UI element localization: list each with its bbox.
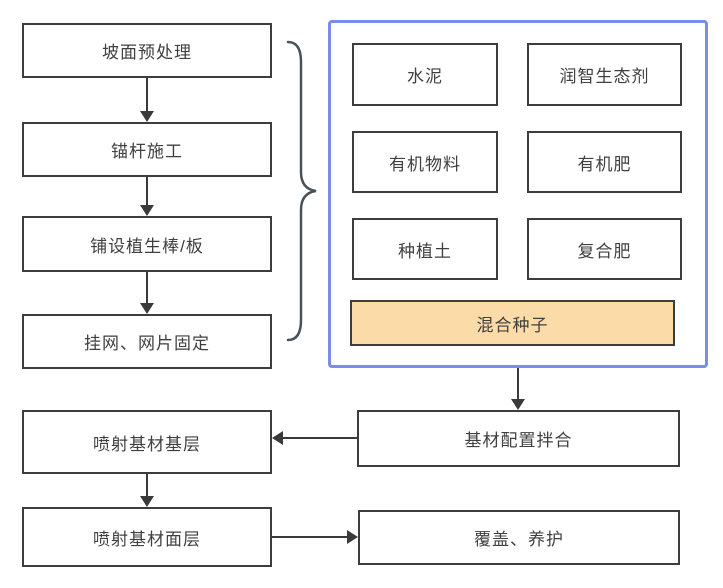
material-box-planting-soil: 种植土 xyxy=(352,218,498,280)
flow-arrow-down-1 xyxy=(140,78,154,122)
flow-arrow-left-mixing-to-base xyxy=(272,431,357,445)
step-box-spray-base-layer: 喷射基材基层 xyxy=(22,410,272,474)
arrow-head-down-icon xyxy=(511,399,525,410)
material-box-organic-material: 有机物料 xyxy=(352,131,498,193)
material-box-runzhi-eco-agent: 润智生态剂 xyxy=(527,43,682,106)
material-box-organic-fertilizer: 有机肥 xyxy=(527,131,682,193)
step-box-slope-pretreatment: 坡面预处理 xyxy=(22,23,272,78)
arrow-shaft xyxy=(282,437,357,439)
arrow-head-right-icon xyxy=(347,530,358,544)
flow-arrow-down-materials-to-mixing xyxy=(511,368,525,410)
flow-arrow-down-base-to-surface xyxy=(140,474,154,507)
arrow-shaft xyxy=(146,177,148,206)
step-box-anchor-construction: 锚杆施工 xyxy=(22,122,272,177)
arrow-head-down-icon xyxy=(140,303,154,314)
step-box-spray-surface-layer: 喷射基材面层 xyxy=(22,507,272,567)
flow-arrow-down-2 xyxy=(140,177,154,216)
material-box-compound-fertilizer: 复合肥 xyxy=(527,218,682,280)
arrow-shaft xyxy=(146,78,148,112)
step-box-substrate-mixing: 基材配置拌合 xyxy=(357,410,680,467)
step-box-cover-maintenance: 覆盖、养护 xyxy=(358,510,680,565)
step-box-mesh-fixing: 挂网、网片固定 xyxy=(22,314,272,369)
arrow-head-left-icon xyxy=(272,431,283,445)
flow-arrow-right-surface-to-cover xyxy=(272,530,358,544)
arrow-head-down-icon xyxy=(140,205,154,216)
material-box-cement: 水泥 xyxy=(352,43,498,106)
step-box-vegetation-rod-laying: 铺设植生棒/板 xyxy=(22,216,272,272)
arrow-shaft xyxy=(146,272,148,304)
flow-arrow-down-3 xyxy=(140,272,154,314)
arrow-shaft xyxy=(272,536,348,538)
arrow-shaft xyxy=(146,474,148,497)
arrow-shaft xyxy=(517,368,519,400)
curly-brace xyxy=(286,40,317,342)
arrow-head-down-icon xyxy=(140,496,154,507)
arrow-head-down-icon xyxy=(140,111,154,122)
material-box-mixed-seeds: 混合种子 xyxy=(350,300,675,346)
